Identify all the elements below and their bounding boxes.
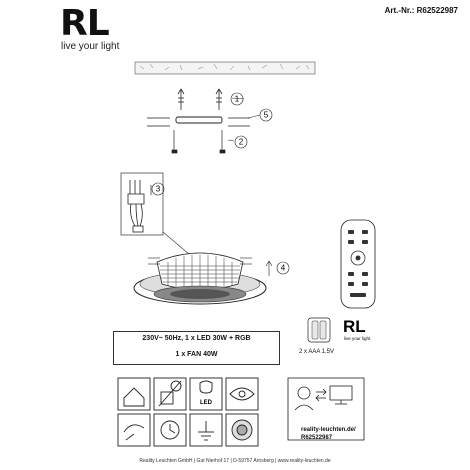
- screw-right: [215, 88, 223, 110]
- brand-tagline: live your light: [61, 41, 120, 52]
- mounting-bracket: [175, 116, 223, 124]
- step-4-badge: [276, 261, 290, 275]
- step-3-number: 3: [156, 185, 161, 194]
- fan-speed-icon: [117, 413, 151, 447]
- step-5-number: 5: [264, 111, 269, 120]
- support-box: [287, 377, 365, 441]
- support-url[interactable]: reality-leuchten.de/: [301, 427, 356, 433]
- light-colors-icon: [225, 413, 259, 447]
- timer-icon: [153, 413, 187, 447]
- ceiling-illustration: [134, 61, 316, 75]
- remote-brand-tagline: live your light: [344, 336, 371, 341]
- remote-brand-logo: RL: [343, 317, 366, 336]
- indoor-use-icon: [117, 377, 151, 411]
- step-5-badge: [259, 108, 273, 122]
- remote-battery-compartment: [307, 317, 331, 343]
- spec-led-line: 230V~ 50Hz, 1 x LED 30W + RGB: [142, 335, 251, 342]
- screw-left: [177, 88, 185, 110]
- step-2-number: 2: [239, 138, 244, 147]
- eye-safety-icon: [225, 377, 259, 411]
- brand-logo: RL: [60, 3, 110, 44]
- step-1-badge: [230, 92, 244, 106]
- ground-protection-icon: [189, 413, 223, 447]
- led-icon-label: LED: [200, 400, 213, 406]
- wiring-detail: 3: [120, 172, 191, 256]
- pictogram-row: [117, 377, 259, 447]
- step-2-badge: [234, 135, 248, 149]
- no-dimmer-icon: [153, 377, 187, 411]
- fan-light-fixture: 4: [133, 252, 290, 305]
- company-footer: Reality Leuchten GmbH | Gut Nierhof 17 |…: [139, 458, 331, 464]
- spec-fan-line: 1 x FAN 40W: [175, 351, 218, 358]
- battery-label: 2 x AAA 1.5V: [299, 349, 335, 355]
- led-lamp-icon: [189, 377, 223, 411]
- step-4-number: 4: [281, 264, 286, 273]
- article-number: Art.-Nr.: R62522987: [384, 6, 458, 15]
- specifications-box: 230V~ 50Hz, 1 x LED 30W + RGB 1 x FAN 40…: [113, 331, 280, 365]
- step-1-number: 1: [235, 95, 240, 104]
- support-info: reality-leuchten.de/ R62522987: [301, 426, 356, 442]
- remote-control: [340, 219, 376, 309]
- support-code: R62522987: [301, 435, 333, 441]
- step-3-badge: [151, 182, 165, 196]
